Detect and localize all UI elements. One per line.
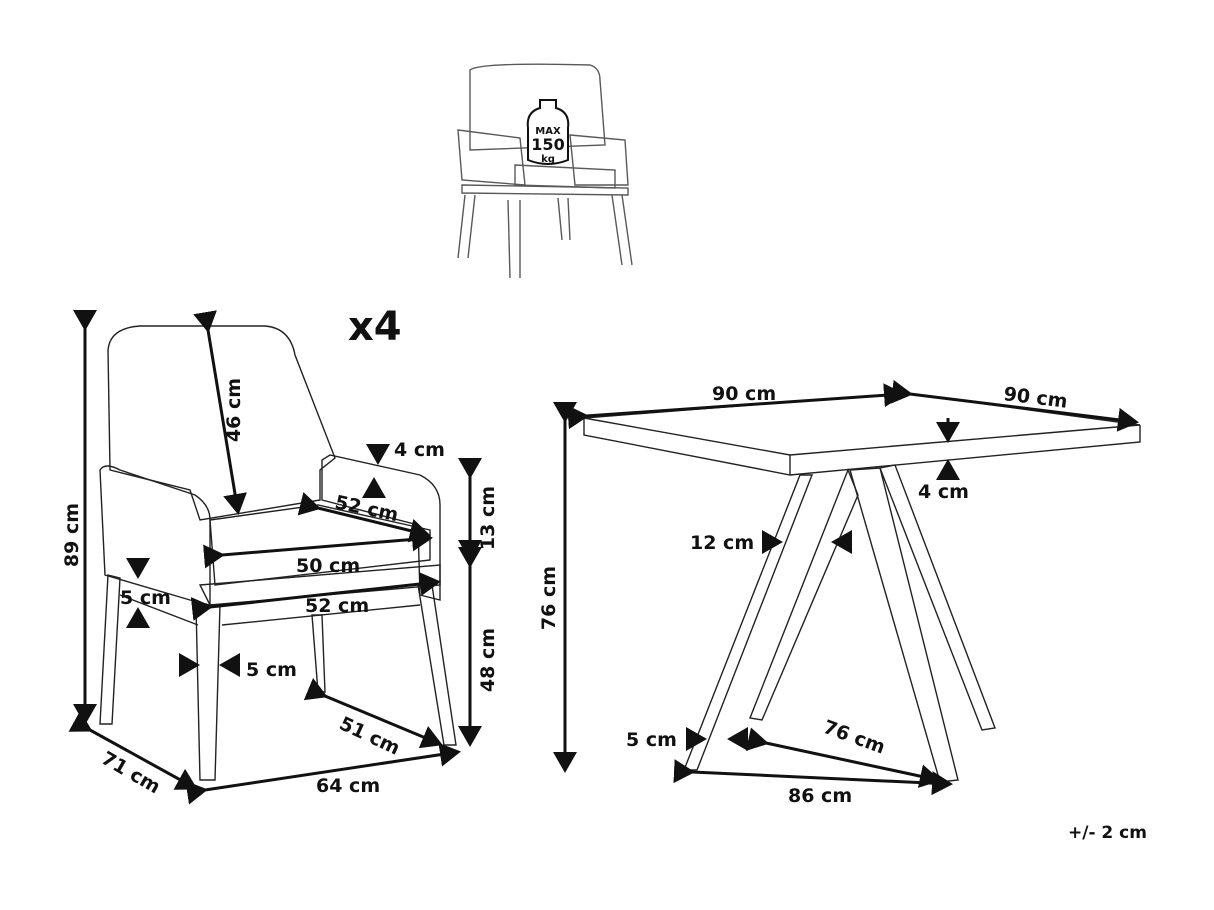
chair-width-label: 64 cm [316, 775, 380, 797]
chair-frame-width-label: 52 cm [305, 595, 369, 617]
chair-seat-width-label: 50 cm [296, 555, 360, 577]
table-leg-thickness-label: 5 cm [626, 729, 677, 751]
quantity-label: x4 [348, 304, 402, 350]
small-chair-illustration [457, 63, 633, 279]
weight-badge-line3: kg [541, 154, 555, 165]
chair-leg-width-label: 5 cm [246, 659, 297, 681]
chair-backrest-height-label: 46 cm [223, 378, 245, 442]
chair-inner-depth-label: 51 cm [336, 713, 403, 760]
table-outer-span-label: 86 cm [788, 785, 852, 807]
table-dimension-lines [553, 379, 1139, 796]
max-weight-icon: MAX 150 kg [526, 99, 570, 165]
weight-badge-line2: 150 [531, 135, 564, 154]
table-top-depth-label: 90 cm [1002, 383, 1068, 413]
chair-seat-thickness-label: 5 cm [120, 587, 171, 609]
weight-badge-line1: MAX [535, 126, 561, 137]
chair-total-height-label: 89 cm [61, 503, 83, 567]
chair-illustration [99, 325, 457, 781]
chair-armrest-thickness-label: 4 cm [394, 439, 445, 461]
chair-depth-label: 71 cm [98, 747, 165, 798]
table-inner-span-label: 76 cm [820, 716, 888, 759]
chair-dimension-lines [68, 310, 482, 805]
table-illustration [583, 392, 1141, 783]
table-top-width-label: 90 cm [712, 383, 776, 405]
table-top-thickness-label: 4 cm [918, 481, 969, 503]
chair-seat-height-label: 48 cm [477, 628, 499, 692]
table-leg-width-label: 12 cm [690, 532, 754, 554]
chair-armrest-height-label: 13 cm [477, 486, 499, 550]
table-height-label: 76 cm [538, 566, 560, 630]
tolerance-note: +/- 2 cm [1068, 823, 1147, 843]
